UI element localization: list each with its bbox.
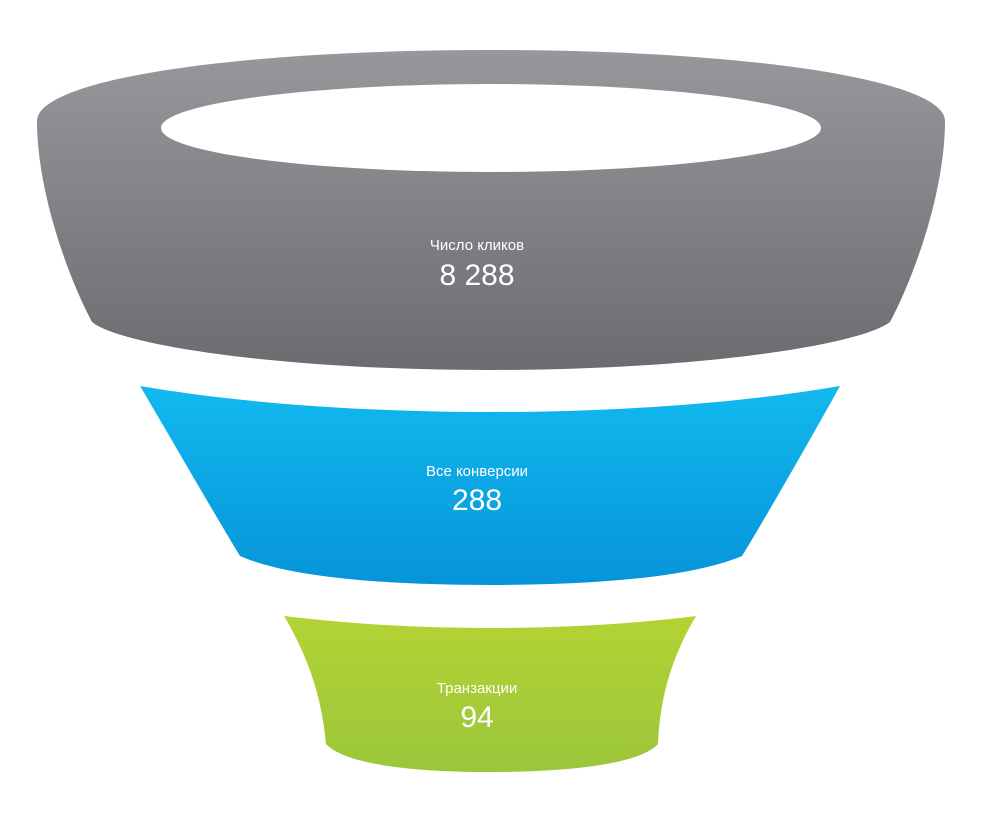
funnel-segment-transactions [284,616,696,772]
funnel-stage-transactions: Транзакции 94 [284,616,696,772]
funnel-stage-conversions: Все конверсии 288 [140,386,840,585]
stage-value-conversions: 288 [452,484,502,517]
funnel-stage-clicks: Число кликов 8 288 [37,50,945,370]
funnel-opening [161,84,821,172]
stage-label-transactions: Транзакции [437,680,517,697]
stage-label-clicks: Число кликов [430,237,524,254]
stage-value-clicks: 8 288 [439,259,514,292]
stage-value-transactions: 94 [460,701,493,734]
funnel-segment-conversions [140,386,840,585]
stage-label-conversions: Все конверсии [426,463,528,480]
